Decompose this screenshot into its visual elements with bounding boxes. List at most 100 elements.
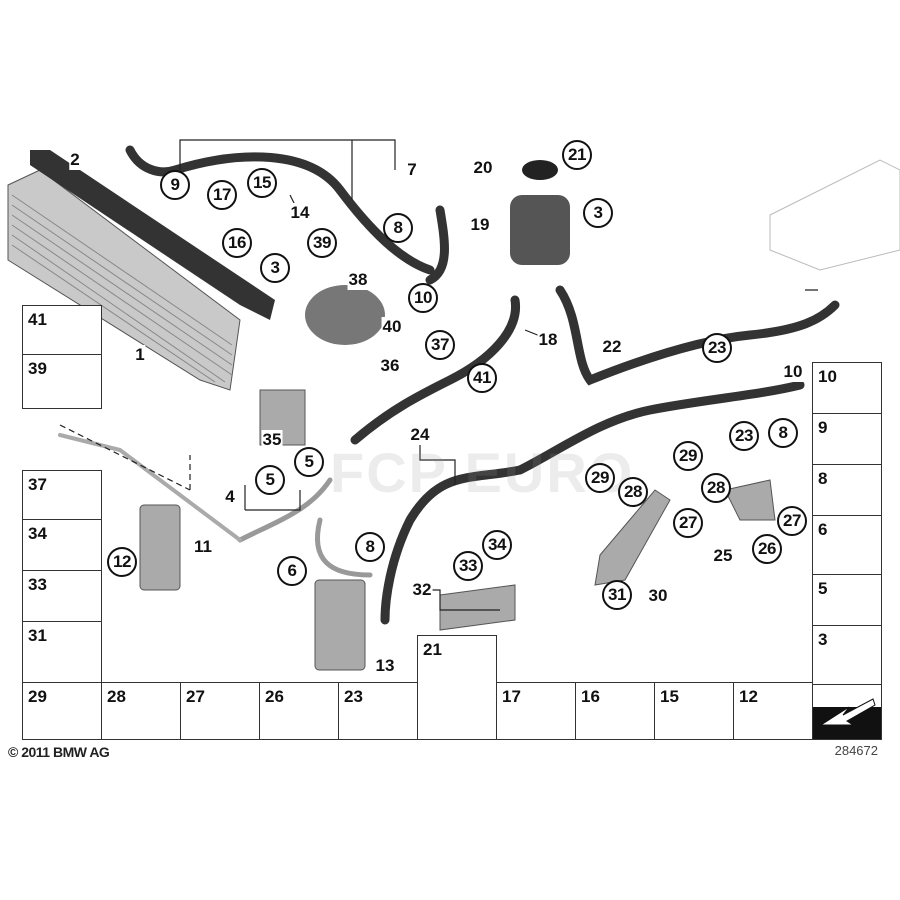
part-number: 33 xyxy=(28,575,47,594)
callout-4: 4 xyxy=(224,487,236,507)
part-box: 3 xyxy=(812,625,882,685)
part-box: 6 xyxy=(812,515,882,575)
callout-25: 25 xyxy=(712,546,734,566)
callout-8: 8 xyxy=(768,418,798,448)
callout-39: 39 xyxy=(307,228,337,258)
part-box: 37 xyxy=(22,470,102,520)
part-box: 41 xyxy=(22,305,102,355)
callout-16: 16 xyxy=(222,228,252,258)
part-box: 34 xyxy=(22,519,102,571)
callout-10: 10 xyxy=(408,283,438,313)
part-box: 33 xyxy=(22,570,102,622)
part-box: 9 xyxy=(812,413,882,465)
callout-12: 12 xyxy=(107,547,137,577)
part-number: 17 xyxy=(502,687,521,706)
callout-26: 26 xyxy=(752,534,782,564)
callout-33: 33 xyxy=(453,551,483,581)
callout-29: 29 xyxy=(585,463,615,493)
part-box: 10 xyxy=(812,362,882,414)
engine-outline xyxy=(769,159,900,271)
part-number: 37 xyxy=(28,475,47,494)
radiator xyxy=(7,150,275,391)
part-number: 3 xyxy=(818,630,828,649)
part-number: 34 xyxy=(28,524,47,543)
part-box: 31 xyxy=(22,621,102,683)
callout-20: 20 xyxy=(472,158,494,178)
callout-2: 2 xyxy=(69,150,81,170)
part-number: 6 xyxy=(818,520,828,539)
part-box: 23 xyxy=(338,682,418,740)
callout-38: 38 xyxy=(347,270,369,290)
callout-3: 3 xyxy=(583,198,613,228)
callout-35: 35 xyxy=(261,430,283,450)
callout-18: 18 xyxy=(537,330,559,350)
part-box: 27 xyxy=(180,682,260,740)
part-number: 12 xyxy=(739,687,758,706)
diagram-number: 284672 xyxy=(834,743,878,758)
callout-41: 41 xyxy=(467,363,497,393)
part-number: 39 xyxy=(28,359,47,378)
orientation-arrow-icon xyxy=(813,698,881,739)
coolant-hoses xyxy=(58,145,840,625)
callout-19: 19 xyxy=(469,215,491,235)
callout-30: 30 xyxy=(647,586,669,606)
part-number: 9 xyxy=(818,418,828,437)
part-number: 27 xyxy=(186,687,205,706)
part-number: 15 xyxy=(660,687,679,706)
callout-8: 8 xyxy=(355,532,385,562)
part-number: 31 xyxy=(28,626,47,645)
part-number: 10 xyxy=(818,367,837,386)
callout-5: 5 xyxy=(255,465,285,495)
brackets xyxy=(139,389,776,671)
part-box: 39 xyxy=(22,354,102,409)
orientation-arrow-box xyxy=(812,684,882,740)
part-box: 8 xyxy=(812,464,882,516)
part-box: 16 xyxy=(575,682,655,740)
callout-17: 17 xyxy=(207,180,237,210)
watermark: FCP EURO xyxy=(330,441,635,504)
part-box: 26 xyxy=(259,682,339,740)
callout-1: 1 xyxy=(134,345,146,365)
part-box: 17 xyxy=(496,682,576,740)
part-number: 8 xyxy=(818,469,828,488)
callout-36: 36 xyxy=(379,356,401,376)
callout-28: 28 xyxy=(701,473,731,503)
part-box: 21 xyxy=(417,635,497,740)
callout-27: 27 xyxy=(673,508,703,538)
part-number: 16 xyxy=(581,687,600,706)
expansion-tank xyxy=(510,160,570,265)
pump xyxy=(305,285,385,345)
callout-24: 24 xyxy=(409,425,431,445)
callout-13: 13 xyxy=(374,656,396,676)
part-box: 29 xyxy=(22,682,102,740)
part-box: 12 xyxy=(733,682,813,740)
part-number: 5 xyxy=(818,579,828,598)
callout-7: 7 xyxy=(406,160,418,180)
callout-23: 23 xyxy=(729,421,759,451)
callout-10: 10 xyxy=(782,362,804,382)
part-box: 28 xyxy=(101,682,181,740)
callout-14: 14 xyxy=(289,203,311,223)
callout-21: 21 xyxy=(562,140,592,170)
callout-37: 37 xyxy=(425,330,455,360)
callout-9: 9 xyxy=(160,170,190,200)
part-number: 26 xyxy=(265,687,284,706)
callout-8: 8 xyxy=(383,213,413,243)
callout-22: 22 xyxy=(601,337,623,357)
part-number: 21 xyxy=(423,640,442,659)
callout-31: 31 xyxy=(602,580,632,610)
callout-23: 23 xyxy=(702,333,732,363)
part-number: 29 xyxy=(28,687,47,706)
callout-32: 32 xyxy=(411,580,433,600)
callout-29: 29 xyxy=(673,441,703,471)
callout-40: 40 xyxy=(381,317,403,337)
callout-11: 11 xyxy=(193,537,213,557)
part-number: 23 xyxy=(344,687,363,706)
callout-27: 27 xyxy=(777,506,807,536)
part-box: 15 xyxy=(654,682,734,740)
callout-28: 28 xyxy=(618,477,648,507)
part-number: 41 xyxy=(28,310,47,329)
callout-15: 15 xyxy=(247,168,277,198)
callout-6: 6 xyxy=(277,556,307,586)
